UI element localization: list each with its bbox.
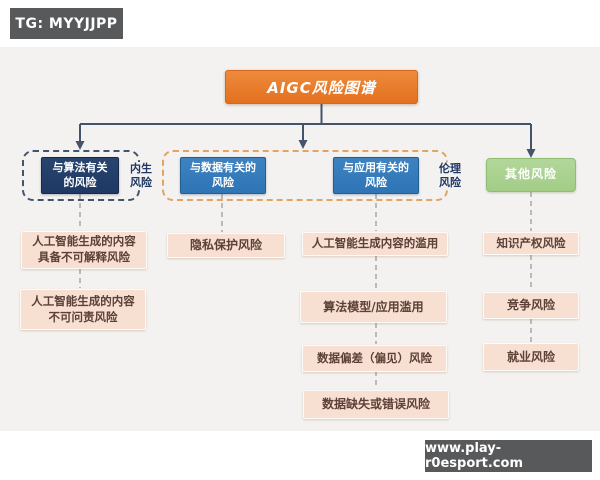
leaf-aigc-content-abuse-label: 人工智能生成内容的滥用 [311, 236, 439, 251]
label-ethical-risk-line1: 伦理 [439, 162, 461, 175]
leaf-data-bias-risk: 数据偏差（偏见）风险 [302, 345, 447, 372]
node-data-risk-line1: 与数据有关的 [190, 161, 256, 175]
node-algorithm-risk-line2: 的风险 [63, 175, 97, 189]
website-watermark-text: www.play-r0esport.com [425, 441, 523, 471]
node-application-risk: 与应用有关的 风险 [333, 157, 419, 194]
leaf-employment-risk: 就业风险 [483, 343, 579, 371]
leaf-data-missing-error-risk: 数据缺失或错误风险 [303, 390, 449, 419]
leaf-aigc-content-abuse: 人工智能生成内容的滥用 [302, 232, 448, 256]
leaf-intellectual-property-risk-label: 知识产权风险 [496, 235, 566, 250]
diagram-title: AIGC风险图谱 [225, 70, 418, 104]
leaf-privacy-protection-risk-label: 隐私保护风险 [189, 238, 262, 253]
label-endogenous-risk-line2: 风险 [130, 175, 152, 189]
label-endogenous-risk: 内生 风险 [125, 162, 157, 190]
leaf-model-application-abuse-label: 算法模型/应用滥用 [323, 299, 424, 314]
leaf-privacy-protection-risk: 隐私保护风险 [167, 233, 285, 258]
leaf-employment-risk-label: 就业风险 [506, 349, 555, 364]
website-watermark: www.play-r0esport.com [425, 440, 592, 472]
leaf-unexplainable-risk-line2: 具备不可解释风险 [38, 250, 130, 264]
node-algorithm-risk: 与算法有关 的风险 [41, 157, 119, 194]
label-ethical-risk-line2: 风险 [439, 175, 461, 189]
telegram-badge-text: TG: MYYJJPP [15, 15, 118, 32]
leaf-unaccountable-risk-line2: 不可问责风险 [48, 309, 118, 324]
telegram-badge: TG: MYYJJPP [10, 8, 123, 39]
leaf-unexplainable-risk-line1: 人工智能生成的内容 [32, 234, 136, 249]
leaf-unaccountable-risk-line1: 人工智能生成的内容 [31, 293, 135, 308]
node-algorithm-risk-line1: 与算法有关 [52, 161, 108, 175]
node-data-risk: 与数据有关的 风险 [180, 157, 266, 194]
leaf-unexplainable-risk: 人工智能生成的内容 具备不可解释风险 [21, 231, 147, 269]
diagram-title-text: AIGC风险图谱 [267, 78, 376, 97]
node-other-risk-label: 其他风险 [504, 167, 557, 182]
leaf-unaccountable-risk: 人工智能生成的内容 不可问责风险 [20, 289, 146, 330]
node-other-risk: 其他风险 [486, 158, 576, 192]
leaf-intellectual-property-risk: 知识产权风险 [483, 232, 579, 255]
leaf-competition-risk-label: 竞争风险 [506, 298, 555, 313]
leaf-data-bias-risk-label: 数据偏差（偏见）风险 [317, 350, 432, 365]
leaf-model-application-abuse: 算法模型/应用滥用 [300, 291, 447, 323]
node-application-risk-line1: 与应用有关的 [343, 161, 409, 175]
leaf-data-missing-error-risk-label: 数据缺失或错误风险 [321, 397, 430, 412]
label-ethical-risk: 伦理 风险 [434, 162, 466, 190]
node-data-risk-line2: 风险 [212, 175, 234, 189]
leaf-competition-risk: 竞争风险 [483, 292, 579, 319]
label-endogenous-risk-line1: 内生 [130, 162, 152, 175]
node-application-risk-line2: 风险 [365, 175, 387, 189]
